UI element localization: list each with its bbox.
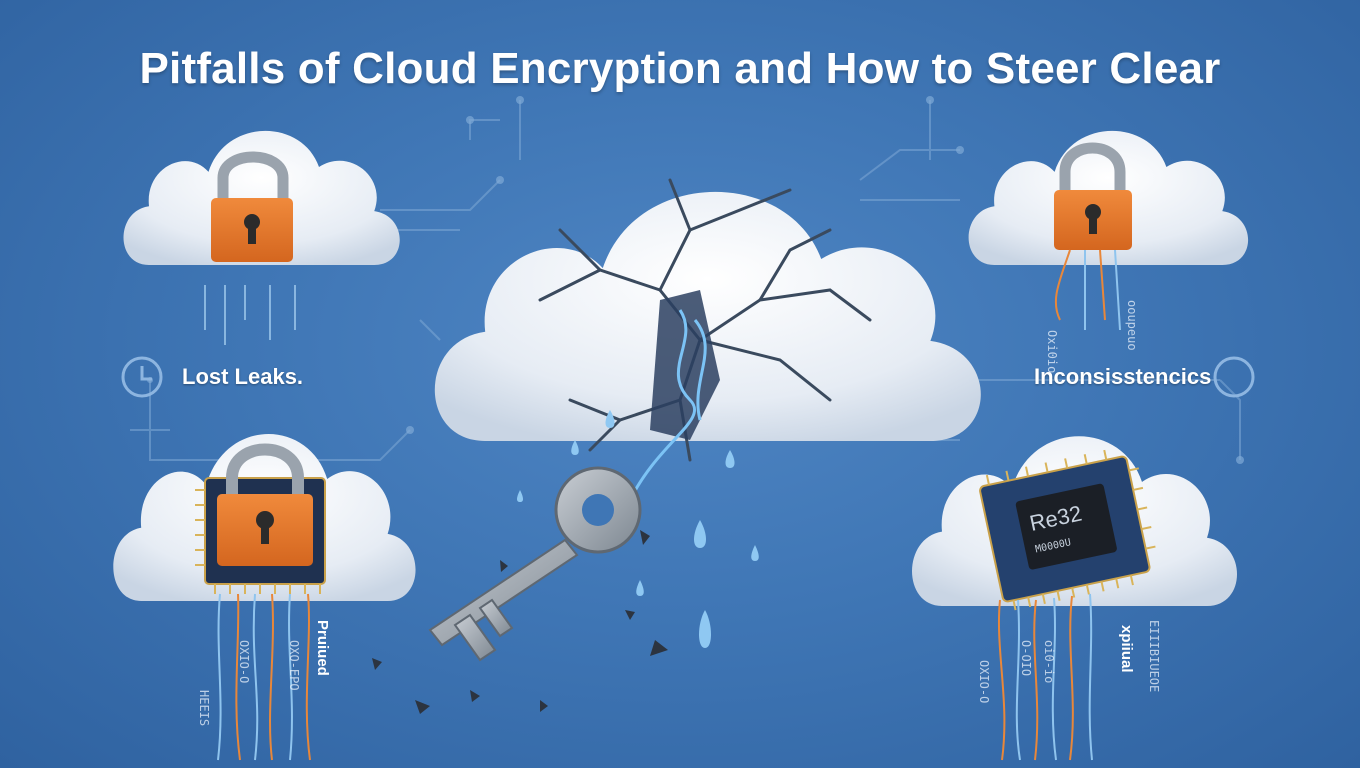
key-icon: [428, 466, 642, 662]
svg-text:OXIO-O: OXIO-O: [977, 660, 991, 703]
vertical-code-text: Pruiued: [314, 620, 331, 676]
padlock-icon: [217, 443, 313, 566]
clock-icon: [1213, 356, 1255, 398]
svg-text:EIIIBIUEOE: EIIIBIUEOE: [1147, 620, 1161, 692]
svg-text:ooupeuo: ooupeuo: [1125, 300, 1139, 351]
svg-text:O-OIO: O-OIO: [1019, 640, 1033, 676]
broken-cloud-icon: [434, 178, 981, 501]
inconsistencies-label: Inconsisstencics: [1034, 364, 1212, 389]
microchip-icon: Re32 M0000U: [979, 449, 1156, 611]
circuit-trace-icon: [997, 593, 1093, 761]
padlock-icon: [1054, 142, 1132, 250]
svg-text:oi0-io: oi0-io: [1042, 640, 1056, 683]
clock-icon: [121, 356, 163, 398]
svg-text:Oxi0io: Oxi0io: [1045, 330, 1059, 373]
svg-text:OXO-EPO: OXO-EPO: [287, 640, 301, 691]
svg-text:OXIO-O: OXIO-O: [237, 640, 251, 683]
svg-text:HEEIS: HEEIS: [197, 690, 211, 726]
circuit-trace-icon: [217, 593, 311, 761]
circuit-trace-icon: [1054, 249, 1121, 331]
page-title: Pitfalls of Cloud Encryption and How to …: [139, 44, 1221, 93]
lost-leaks-label: Lost Leaks.: [182, 364, 304, 389]
water-drop-icon: [517, 410, 759, 648]
padlock-icon: [211, 151, 293, 262]
vertical-code-text: xpiiual: [1118, 625, 1135, 673]
water-drop-icon: [204, 285, 296, 345]
